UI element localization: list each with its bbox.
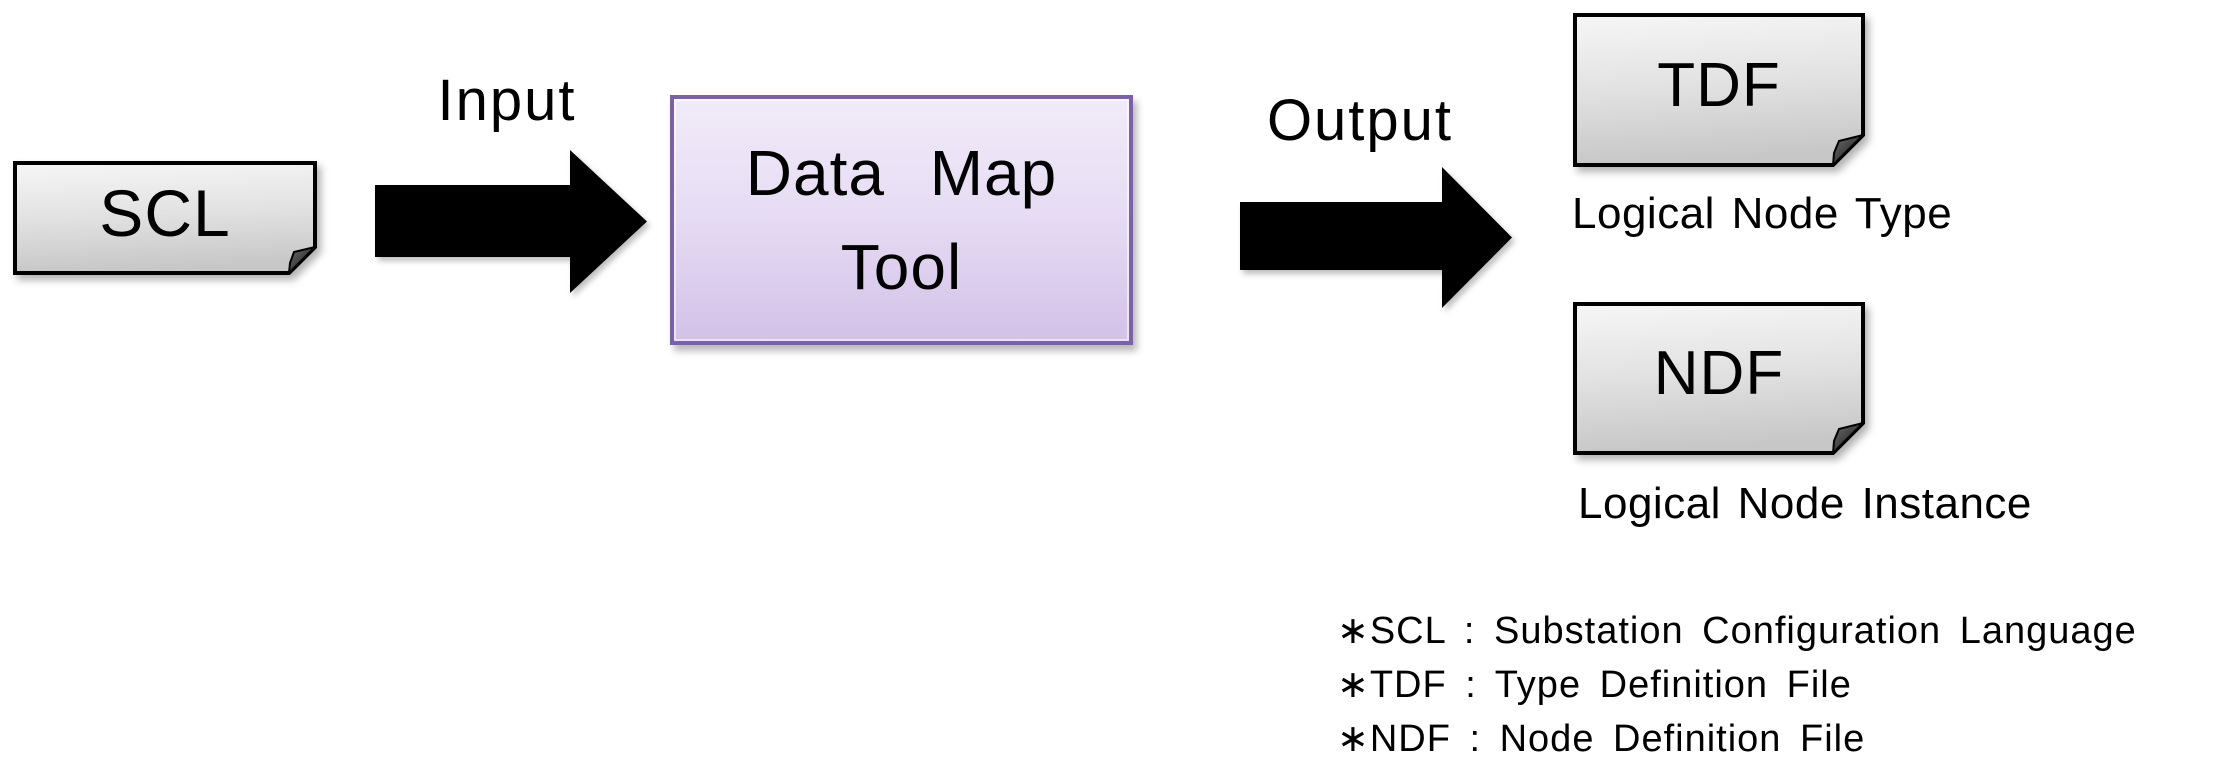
scl-file-node: SCL — [13, 161, 317, 275]
footnote-scl: ∗SCL : Substation Configuration Language — [1337, 610, 2137, 652]
output-arrow — [1240, 167, 1512, 313]
tdf-label: TDF — [1657, 50, 1781, 120]
footnotes: ∗SCL : Substation Configuration Language… — [1337, 604, 2137, 766]
output-label: Output — [1266, 88, 1454, 153]
ndf-file-node: NDF — [1573, 302, 1865, 455]
input-arrow — [375, 150, 647, 298]
footnote-ndf: ∗NDF : Node Definition File — [1337, 718, 1866, 760]
data-map-tool-node: Data Map Tool — [670, 95, 1133, 345]
document-shape — [1573, 302, 1865, 455]
ndf-label: NDF — [1653, 339, 1785, 408]
arrow-shape — [1240, 167, 1512, 308]
document-shape — [13, 161, 317, 275]
footnote-tdf: ∗TDF : Type Definition File — [1337, 664, 1852, 706]
tool-label-line2: Tool — [840, 231, 963, 303]
arrow-shape — [375, 150, 647, 293]
tdf-caption: Logical Node Type — [1572, 189, 1953, 238]
document-shape — [1573, 13, 1865, 167]
ndf-caption: Logical Node Instance — [1578, 479, 2032, 528]
input-label: Input — [437, 68, 577, 133]
tool-label-line1: Data Map — [745, 137, 1058, 209]
scl-label: SCL — [99, 176, 231, 250]
tdf-file-node: TDF — [1573, 13, 1865, 167]
